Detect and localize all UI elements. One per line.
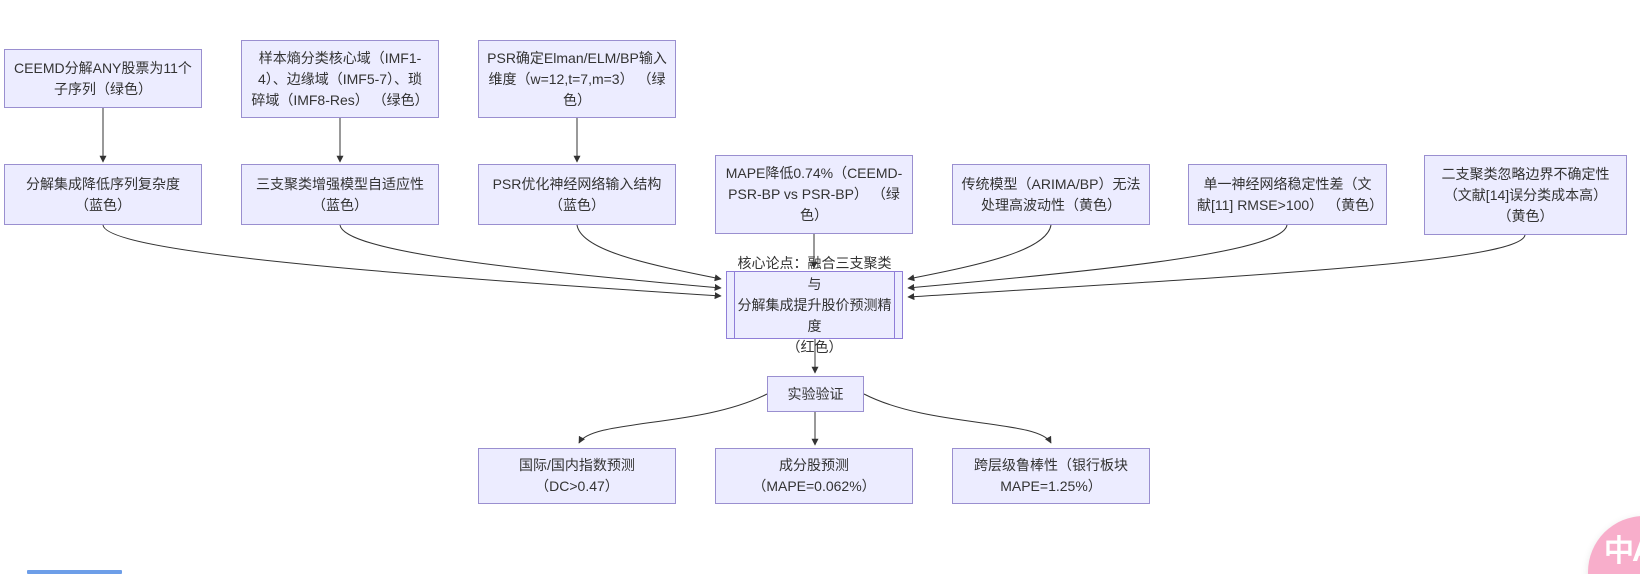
node-traditional-model-limitation: 传统模型（ARIMA/BP）无法 处理高波动性（黄色） bbox=[952, 164, 1150, 225]
edge-threeway-to-core bbox=[339, 224, 722, 291]
node-experiment-validation: 实验验证 bbox=[767, 376, 864, 412]
node-mape-improvement: MAPE降低0.74%（CEEMD- PSR-BP vs PSR-BP） （绿 … bbox=[715, 155, 913, 234]
node-psr-network-structure: PSR优化神经网络输入结构 （蓝色） bbox=[478, 164, 676, 225]
edge-traditional-to-core bbox=[907, 224, 1052, 282]
edge-experiment-to-index bbox=[578, 393, 768, 444]
node-index-prediction: 国际/国内指数预测 （DC>0.47） bbox=[478, 448, 676, 504]
core-thesis-label: 核心论点：融合三支聚类与 分解集成提升股价预测精度 （红色） bbox=[737, 254, 892, 355]
node-core-thesis: 核心论点：融合三支聚类与 分解集成提升股价预测精度 （红色） bbox=[726, 255, 903, 355]
node-ceemd-decomposition: CEEMD分解ANY股票为11个 子序列（绿色） bbox=[4, 49, 202, 108]
node-decomposition-complexity: 分解集成降低序列复杂度 （蓝色） bbox=[4, 164, 202, 225]
node-single-nn-instability: 单一神经网络稳定性差（文 献[11] RMSE>100） （黄色） bbox=[1188, 164, 1387, 225]
translate-icon: 中A bbox=[1604, 535, 1640, 568]
node-cross-level-robustness: 跨层级鲁棒性（银行板块 MAPE=1.25%） bbox=[952, 448, 1150, 504]
edge-decomp-to-core bbox=[102, 224, 722, 300]
edge-twoway-to-core bbox=[907, 234, 1526, 301]
node-sample-entropy-classification: 样本熵分类核心域（IMF1- 4）、边缘域（IMF5-7）、琐 碎域（IMF8-… bbox=[241, 40, 439, 118]
node-three-way-clustering-adaptivity: 三支聚类增强模型自适应性 （蓝色） bbox=[241, 164, 439, 225]
edge-experiment-to-robustness bbox=[863, 393, 1052, 444]
node-psr-input-dimension: PSR确定Elman/ELM/BP输入 维度（w=12,t=7,m=3） （绿 … bbox=[478, 40, 676, 118]
edge-psrstruct-to-core bbox=[576, 224, 722, 282]
bottom-edge-artifact bbox=[27, 570, 122, 574]
node-two-way-clustering-limitation: 二支聚类忽略边界不确定性 （文献[14]误分类成本高） （黄色） bbox=[1424, 155, 1627, 235]
edge-singlenn-to-core bbox=[907, 224, 1288, 291]
node-constituent-stock-prediction: 成分股预测 （MAPE=0.062%） bbox=[715, 448, 913, 504]
